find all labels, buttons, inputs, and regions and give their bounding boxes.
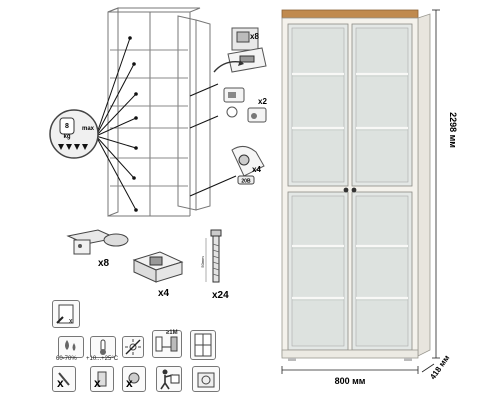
cabinet-top <box>281 9 419 19</box>
temperature-label: +10...+25°C <box>86 356 119 362</box>
left-door <box>287 23 349 351</box>
hinge-detail: x4 20B <box>231 146 265 185</box>
cabinet-outline <box>107 7 211 217</box>
right-knob <box>351 187 357 193</box>
manual-icon: x <box>52 300 80 328</box>
shelf-support-count: x4 <box>158 288 170 299</box>
hinge-part <box>66 229 129 255</box>
product-view: 2298 мм 800 мм 418 мм <box>281 9 458 386</box>
width-label: 800 мм <box>335 376 366 386</box>
humidity-label: 60-70% <box>56 356 77 362</box>
load-badge-value: 8 <box>65 123 69 130</box>
load-badge-max: max <box>82 126 95 132</box>
hinge-count: x8 <box>98 258 110 269</box>
dowel-count: x2 <box>258 97 267 106</box>
height-label: 2298 мм <box>448 112 458 148</box>
left-knob <box>343 187 349 193</box>
visible-shelves <box>292 72 408 300</box>
right-door <box>351 23 413 351</box>
confirmat-length: 50mm <box>200 256 205 268</box>
height-dimension <box>432 9 440 359</box>
plinth <box>281 349 419 359</box>
load-badge: 8 kg max <box>49 109 99 159</box>
svg-text:x: x <box>94 376 101 390</box>
no-abrasive-icon: x <box>122 366 146 392</box>
width-dimension <box>281 366 419 374</box>
two-person-lift-icon <box>156 366 182 392</box>
left-foot <box>288 358 296 361</box>
arrows-down-icon <box>58 144 88 150</box>
load-badge-unit: kg <box>63 134 70 140</box>
shelves <box>110 49 188 187</box>
shelf-shadows <box>292 75 408 301</box>
screw-count: x8 <box>250 32 259 41</box>
assembly-diagram: 8 kg max x8 x2 x4 20B <box>49 7 267 300</box>
humidity-icon <box>58 336 84 358</box>
depth-dimension <box>421 363 435 373</box>
cabinet-care-icon <box>190 330 216 360</box>
plate-size: 20B <box>241 179 251 185</box>
svg-text:x: x <box>57 376 64 390</box>
no-wet-cleaning-icon: x <box>52 366 76 392</box>
hinge-screw-count: x4 <box>252 165 261 174</box>
recycle-icon <box>192 366 220 392</box>
confirmat-count: x24 <box>212 290 229 300</box>
no-solvent-icon: x <box>90 366 114 392</box>
dowel-detail: x2 <box>223 87 267 123</box>
svg-text:x: x <box>69 318 73 325</box>
right-foot <box>404 358 412 361</box>
confirmat-part: 50mm <box>200 229 222 283</box>
distance-label: ≥1M <box>166 330 178 336</box>
screw-detail: x8 <box>213 27 267 73</box>
shelf-support-part <box>132 251 184 283</box>
cabinet-side <box>417 13 431 357</box>
no-sun-icon <box>122 336 144 358</box>
leader-lines <box>95 37 237 211</box>
distance-heater-icon <box>152 330 182 358</box>
temperature-icon <box>90 336 116 358</box>
svg-text:x: x <box>126 376 133 390</box>
